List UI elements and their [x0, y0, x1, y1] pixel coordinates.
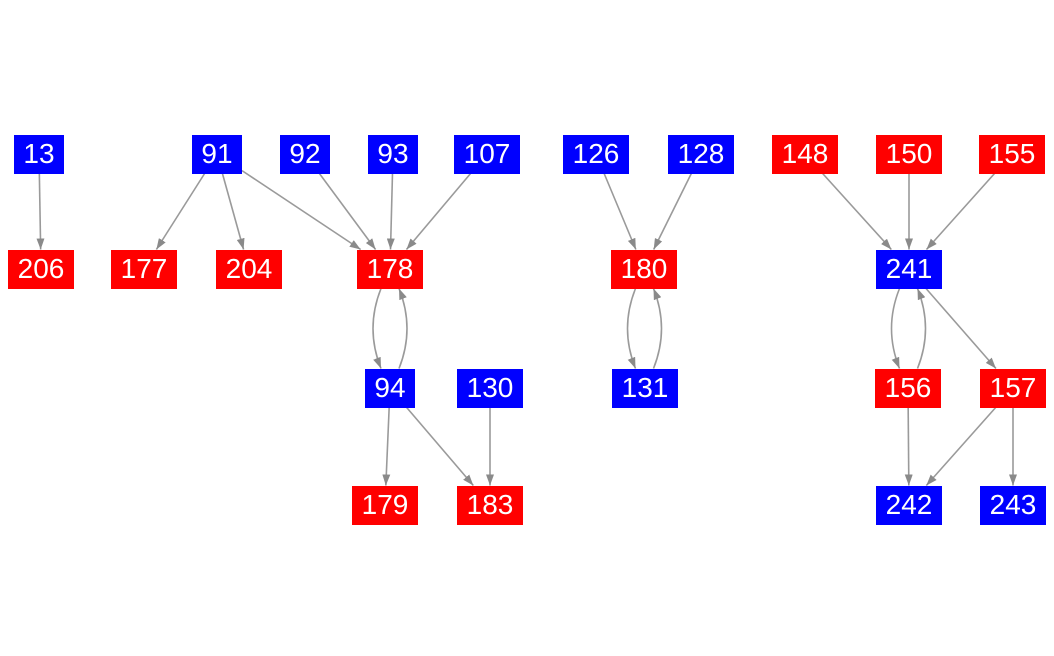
graph-node-242: 242: [876, 485, 942, 525]
graph-node-93: 93: [368, 134, 418, 174]
edge-91-204: [221, 173, 245, 250]
edge-107-178: [405, 172, 472, 251]
graph-node-157: 157: [980, 368, 1046, 408]
node-label: 156: [884, 372, 932, 403]
edge-156-242: [904, 407, 913, 486]
edge-180-131: [626, 288, 637, 369]
graph-node-150: 150: [876, 134, 942, 174]
node-label: 180: [620, 253, 668, 284]
edge-91-177: [155, 173, 206, 250]
node-label: 157: [989, 372, 1037, 403]
graph-node-243: 243: [980, 485, 1046, 525]
node-label: 241: [885, 253, 933, 284]
graph-node-126: 126: [563, 134, 629, 174]
node-label: 128: [677, 138, 725, 169]
graph-node-241: 241: [876, 249, 942, 289]
edge-92-178: [318, 173, 377, 250]
edge-126-180: [603, 173, 637, 250]
graph-node-148: 148: [772, 134, 838, 174]
graph-node-206: 206: [8, 249, 74, 289]
node-label: 94: [374, 372, 406, 403]
edge-131-180: [652, 288, 663, 369]
graph-node-180: 180: [611, 249, 677, 289]
node-label: 13: [23, 138, 55, 169]
edge-156-241: [916, 288, 927, 369]
edge-94-179: [382, 407, 391, 486]
edge-94-183: [406, 406, 474, 487]
edge-155-241: [925, 172, 996, 251]
edge-178-94: [372, 288, 382, 369]
node-label: 243: [989, 489, 1037, 520]
edge-13-206: [36, 173, 45, 250]
edge-94-178: [398, 288, 408, 369]
node-label: 93: [377, 138, 409, 169]
graph-node-204: 204: [216, 249, 282, 289]
node-label: 107: [463, 138, 511, 169]
graph-node-155: 155: [979, 134, 1045, 174]
node-label: 155: [988, 138, 1036, 169]
node-label: 130: [466, 372, 514, 403]
graph-node-91: 91: [192, 134, 242, 174]
graph-node-156: 156: [875, 368, 941, 408]
node-label: 150: [885, 138, 933, 169]
graph-node-107: 107: [454, 134, 520, 174]
graph-node-130: 130: [457, 368, 523, 408]
graph-node-92: 92: [280, 134, 330, 174]
graph-node-128: 128: [668, 134, 734, 174]
graph-node-177: 177: [111, 249, 177, 289]
node-label: 131: [621, 372, 669, 403]
edge-157-242: [925, 406, 997, 487]
edge-91-178: [241, 169, 362, 251]
node-label: 177: [120, 253, 168, 284]
graph-node-131: 131: [612, 368, 678, 408]
node-label: 126: [572, 138, 620, 169]
node-label: 148: [781, 138, 829, 169]
graph-node-178: 178: [357, 249, 423, 289]
node-label: 204: [225, 253, 273, 284]
node-label: 91: [201, 138, 233, 169]
node-label: 179: [361, 489, 409, 520]
graph-node-179: 179: [352, 485, 418, 525]
node-label: 92: [289, 138, 321, 169]
graph-node-13: 13: [14, 134, 64, 174]
graph-node-94: 94: [365, 368, 415, 408]
graph-node-183: 183: [457, 485, 523, 525]
edge-128-180: [652, 173, 693, 250]
edge-241-157: [925, 287, 997, 370]
node-label: 183: [466, 489, 514, 520]
edge-93-178: [386, 173, 395, 250]
node-label: 242: [885, 489, 933, 520]
node-label: 178: [366, 253, 414, 284]
edge-148-241: [822, 172, 892, 251]
edge-241-156: [890, 288, 901, 369]
node-label: 206: [17, 253, 65, 284]
